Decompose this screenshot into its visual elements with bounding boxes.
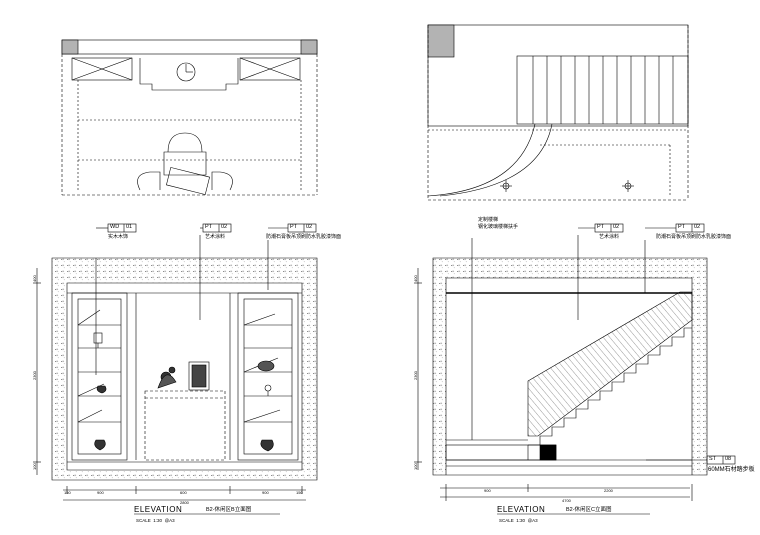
dim-right-top: 400 xyxy=(413,275,418,282)
dim-bottom-r1: 900 xyxy=(484,488,491,493)
dim-bottom-2: 900 xyxy=(97,490,104,495)
figurine-icon xyxy=(93,332,103,348)
tag-num-pt02-a: 02 xyxy=(221,224,228,230)
tag-code-pt02-b: PT xyxy=(290,224,298,230)
tag-note-st08: 60MM石材踏步板 xyxy=(708,467,755,473)
tag-note-pt02-b: 防潮石膏板吊顶刷防水乳胶漆饰面 xyxy=(266,234,342,240)
tag-num-pt02-d: 02 xyxy=(694,224,701,230)
downlight-icon-2 xyxy=(622,180,634,192)
dim-total-right: 4700 xyxy=(562,498,571,503)
vase-icon-2 xyxy=(260,439,274,452)
vase-icon-1 xyxy=(94,439,106,451)
goblet-icon xyxy=(264,384,272,396)
elevation-c-title: ELEVATION xyxy=(497,505,546,514)
dim-bottom-4: 900 xyxy=(262,490,269,495)
dim-left-mid: 2300 xyxy=(32,371,37,380)
sculpture-icon xyxy=(157,366,177,389)
elevation-c xyxy=(414,235,708,515)
tag-num-pt02-c: 02 xyxy=(613,224,620,230)
plan-view-left xyxy=(61,39,318,196)
tag-note-pt02-a: 艺术涂料 xyxy=(205,234,226,240)
bowl-icon xyxy=(257,360,275,372)
elevation-b-scale: SCALE 1:30 @A3 xyxy=(136,518,175,523)
dim-left-bottom: 100 xyxy=(32,463,37,470)
plan-view-right xyxy=(427,24,689,201)
elevation-b-subtitle: B2-休闲区B立面图 xyxy=(206,507,252,513)
stair-note-1: 定制楼梯 xyxy=(478,217,499,223)
dim-left-top: 400 xyxy=(32,275,37,282)
tag-boxes-right xyxy=(578,223,736,465)
dim-total-left: 2800 xyxy=(180,500,189,505)
tag-num-st08: 08 xyxy=(725,456,732,462)
elevation-c-subtitle: B2-休闲区C立面图 xyxy=(566,507,612,513)
tag-code-st08: ST xyxy=(709,456,717,462)
tag-note-pt02-c: 艺术涂料 xyxy=(599,234,620,240)
dim-right-mid: 2300 xyxy=(413,371,418,380)
tag-note-pt02-d: 防潮石膏板吊顶刷防水乳胶漆饰面 xyxy=(656,234,732,240)
tag-num-pt02-b: 02 xyxy=(306,224,313,230)
elevation-b-title: ELEVATION xyxy=(134,505,183,514)
elevation-b xyxy=(33,235,318,515)
dim-bottom-1: 150 xyxy=(64,490,71,495)
tag-code-pt02-d: PT xyxy=(678,224,686,230)
tag-num-wd01: 01 xyxy=(126,224,133,230)
downlight-icon-1 xyxy=(500,180,512,192)
vase-icon-3 xyxy=(96,385,107,394)
dim-bottom-3: 600 xyxy=(180,490,187,495)
elevation-c-scale: SCALE 1:30 @A3 xyxy=(499,518,538,523)
tag-code-pt02-c: PT xyxy=(597,224,605,230)
tag-code-wd01: WD xyxy=(110,224,120,230)
dim-bottom-r2: 2200 xyxy=(604,488,613,493)
stair-note-2: 钢化玻璃楼梯扶手 xyxy=(478,224,519,230)
dim-right-bottom: 100 xyxy=(413,463,418,470)
dim-bottom-5: 150 xyxy=(296,490,303,495)
tag-code-pt02-a: PT xyxy=(205,224,213,230)
picture-frame-icon xyxy=(188,361,210,391)
tag-note-wd01: 实木木饰 xyxy=(108,234,129,240)
tag-boxes-left xyxy=(96,223,317,233)
